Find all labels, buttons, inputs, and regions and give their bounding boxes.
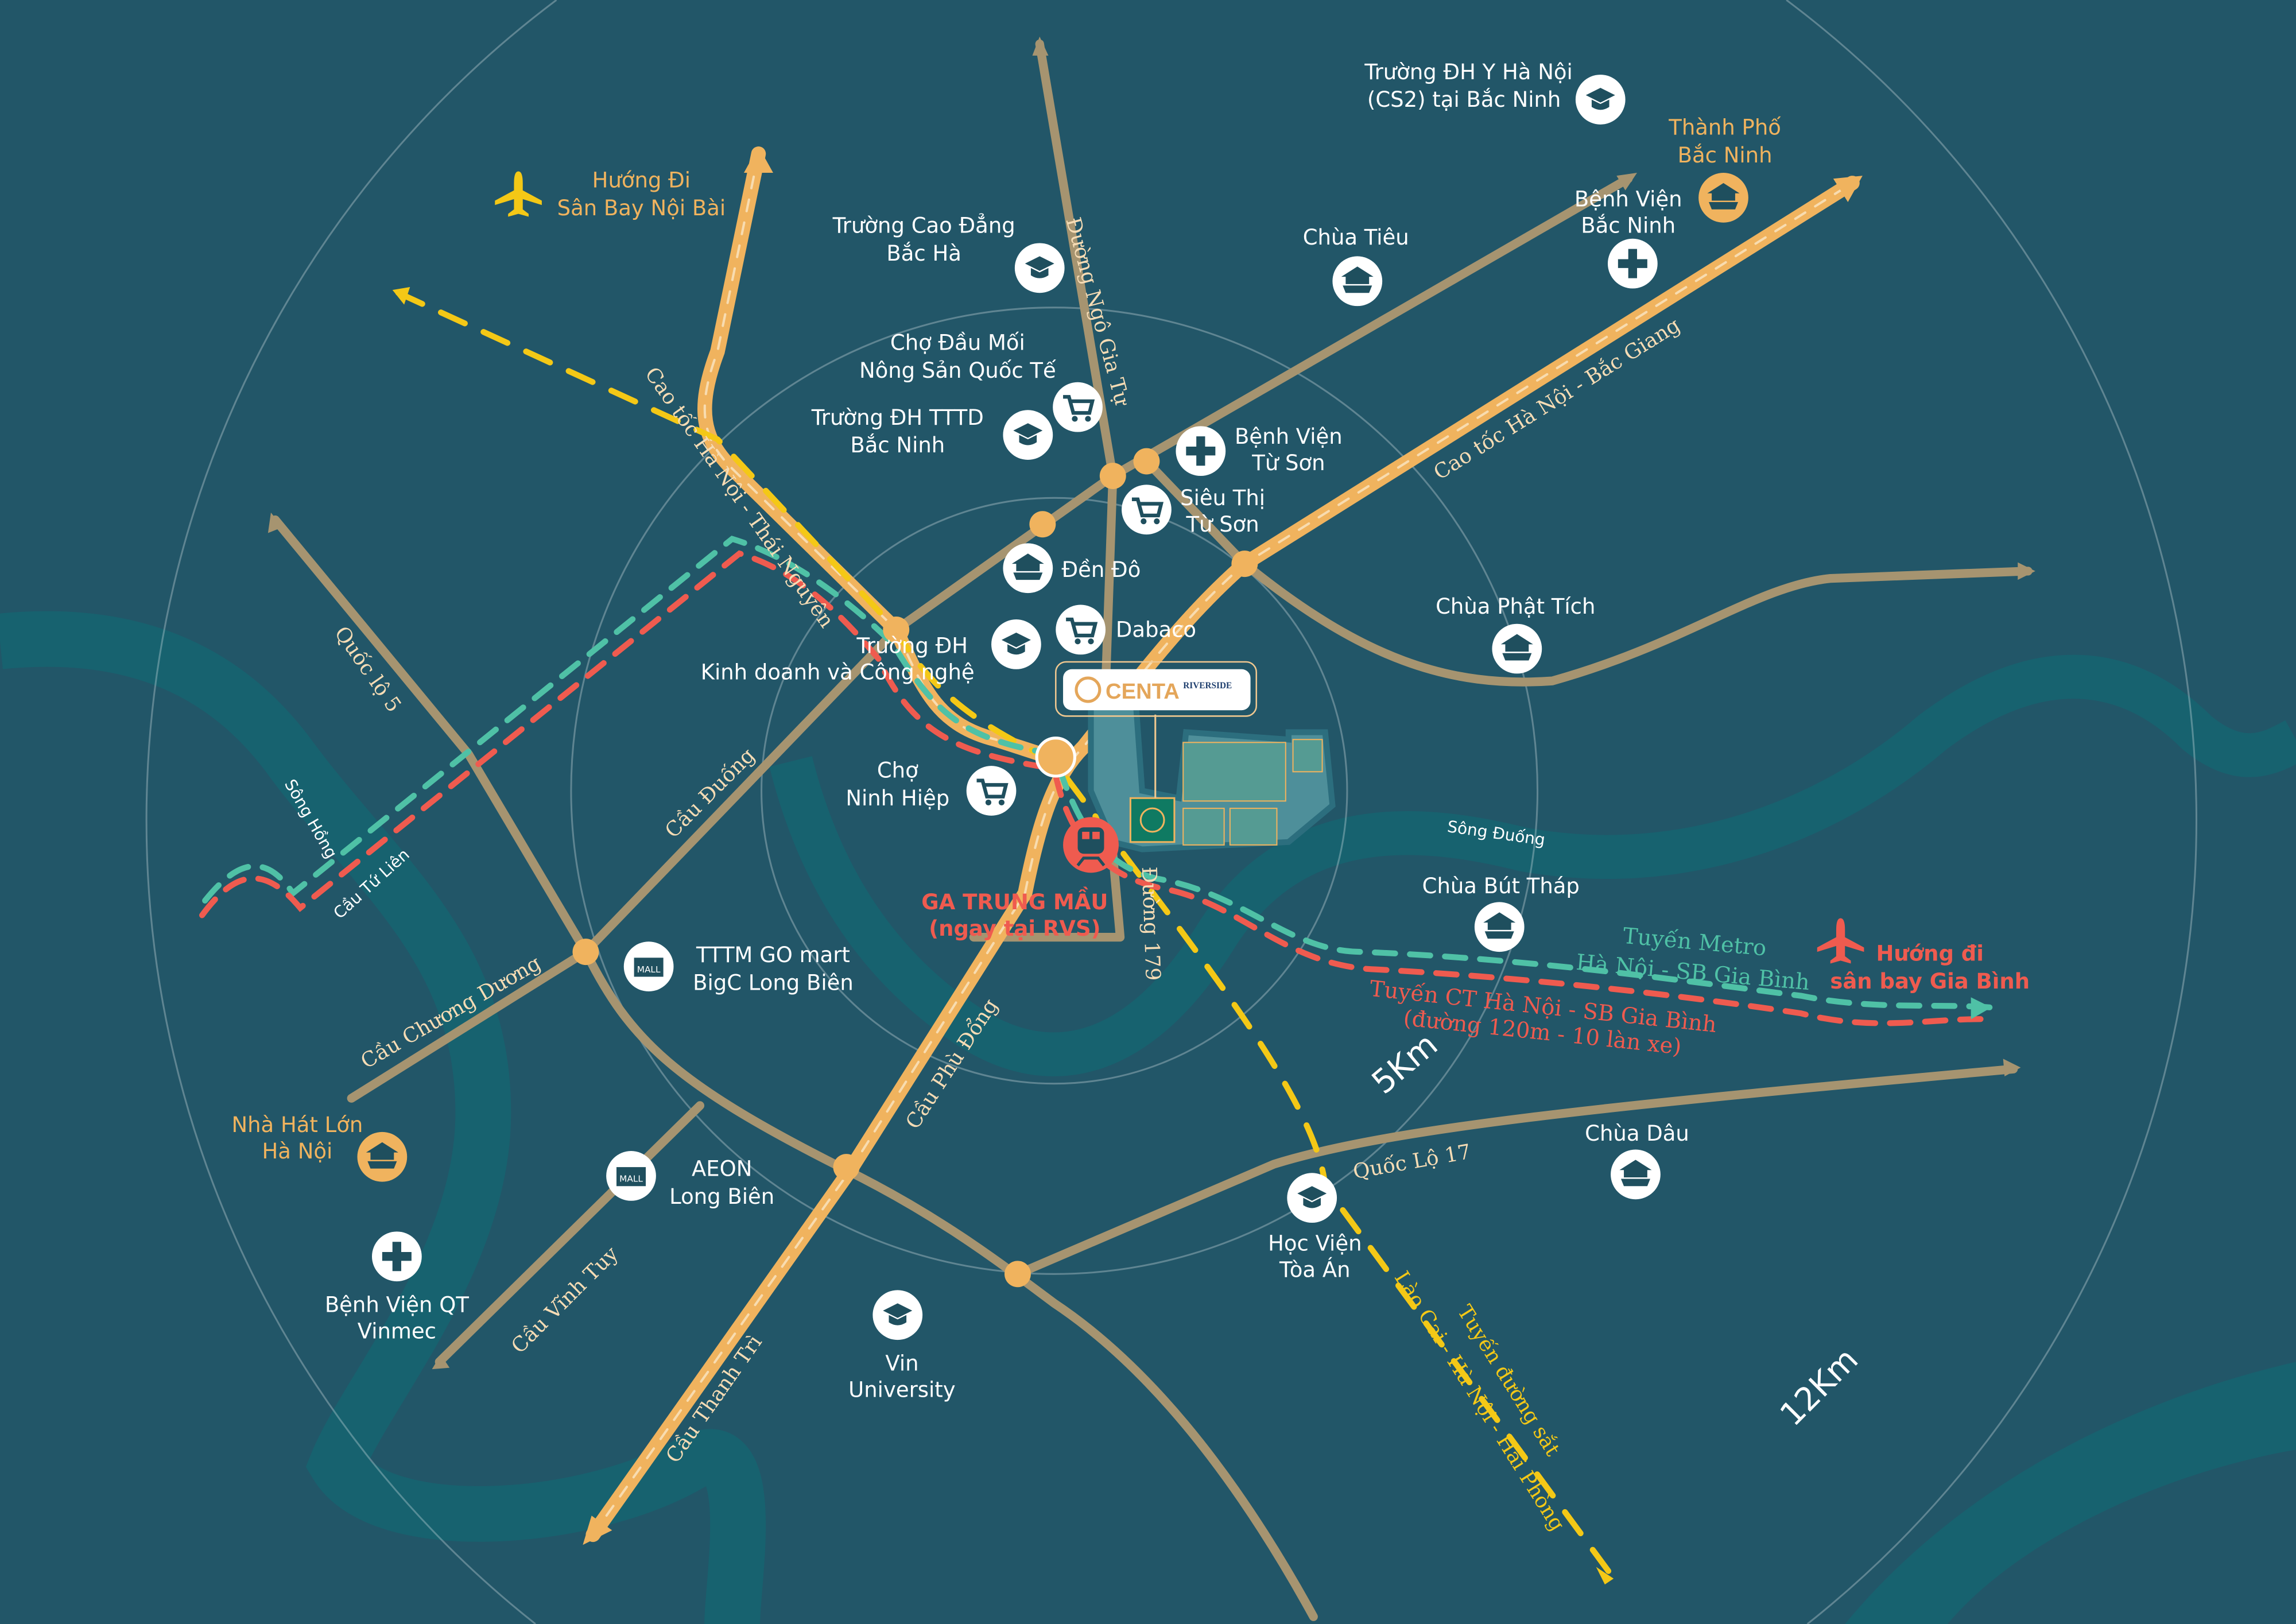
- label-gia-binh-2: sân bay Gia Bình: [1830, 969, 2030, 994]
- label-dabaco: Dabaco: [1116, 618, 1196, 642]
- junctions: [572, 448, 1258, 1288]
- graduation-cap-icon[interactable]: [1003, 410, 1053, 460]
- label-dh-kinh-doanh-2: Kinh doanh và Công nghệ: [701, 660, 975, 685]
- label-bv-bac-ninh: Bệnh Viện: [1574, 187, 1682, 212]
- pagoda-icon[interactable]: [1492, 623, 1542, 674]
- logo-box: [1063, 669, 1251, 711]
- graduation-cap-icon[interactable]: [991, 619, 1041, 669]
- logo-sub: RIVERSIDE: [1183, 681, 1232, 691]
- arrow-noi-bai-icon: [743, 146, 773, 173]
- expressway-gia-binh-line: [199, 550, 1992, 1026]
- label-vinuni-2: University: [848, 1378, 956, 1402]
- label-vinmec: Bệnh Viện QT: [325, 1293, 469, 1317]
- label-st-tu-son: Siêu Thị: [1180, 486, 1265, 510]
- rivers: [0, 611, 2296, 1624]
- direction-arrows: [267, 36, 2035, 1585]
- project-plot: [1129, 797, 1176, 843]
- label-bv-tu-son: Bệnh Viện: [1235, 424, 1343, 449]
- label-dh-tttd-2: Bắc Ninh: [850, 433, 945, 458]
- shopping-cart-icon[interactable]: [1122, 485, 1172, 534]
- pagoda-icon[interactable]: [1474, 902, 1525, 952]
- graduation-cap-icon[interactable]: [1575, 75, 1626, 125]
- label-aeon: AEON: [692, 1156, 752, 1181]
- road-cau-duong: [581, 174, 1633, 956]
- label-bv-bac-ninh-2: Bắc Ninh: [1581, 214, 1676, 238]
- road-ql5: [270, 515, 1318, 1621]
- river-bottom-right: [1845, 1362, 2296, 1624]
- label-dh-y: Trường ĐH Y Hà Nội: [1364, 60, 1572, 84]
- label-bv-tu-son-2: Từ Sơn: [1251, 451, 1325, 475]
- label-dh-kinh-doanh: Trường ĐH: [856, 634, 968, 658]
- city-hall-icon[interactable]: [1698, 173, 1748, 223]
- road-ql17: [1013, 1064, 2018, 1278]
- pagoda-icon[interactable]: [1003, 543, 1053, 594]
- label-nha-hat-lon: Nhà Hát Lớn: [231, 1113, 363, 1137]
- label-dh-y-2: (CS2) tại Bắc Ninh: [1367, 87, 1561, 112]
- transit-lines: [199, 290, 1995, 1578]
- label-gia-binh: Hướng đi: [1876, 941, 1983, 966]
- song-hong: [0, 611, 766, 1624]
- arrow-thanh-tri-icon: [583, 1516, 612, 1545]
- label-dh-tttd: Trường ĐH TTTD: [811, 405, 984, 430]
- label-st-tu-son-2: Từ Sơn: [1185, 512, 1259, 537]
- label-cho-dau-moi: Chợ Đầu Mối: [890, 331, 1025, 355]
- label-chua-dau: Chùa Dâu: [1585, 1121, 1689, 1146]
- label-aeon-2: Long Biên: [669, 1184, 774, 1209]
- label-den-do: Đền Đô: [1061, 557, 1141, 582]
- shopping-cart-icon[interactable]: [967, 766, 1017, 816]
- road-vinh-tuy: [435, 1101, 705, 1367]
- label-cho-ninh-hiep: Chợ: [877, 758, 918, 783]
- label-chua-phat-tich: Chùa Phật Tích: [1436, 594, 1595, 619]
- logo-emblem-icon: [1075, 676, 1102, 703]
- railway-line: [395, 290, 1614, 1578]
- road-chuong-duong: [347, 947, 591, 1103]
- graduation-cap-icon[interactable]: [1014, 243, 1065, 293]
- arrow-bac-giang-icon: [1833, 176, 1863, 203]
- label-duong-179: Đường 179: [1137, 866, 1165, 981]
- label-vinuni: Vin: [885, 1351, 918, 1376]
- logo-brand: CENTA: [1106, 679, 1180, 704]
- train-station-icon[interactable]: [1063, 817, 1119, 873]
- hospital-icon[interactable]: [371, 1231, 422, 1282]
- hospital-icon[interactable]: [1607, 238, 1658, 289]
- pagoda-icon[interactable]: [1611, 1149, 1661, 1200]
- label-cho-dau-moi-2: Nông Sản Quốc Tế: [859, 358, 1056, 383]
- label-cd-bac-ha-2: Bắc Hà: [886, 241, 961, 266]
- road-phat-tich: [1142, 456, 2033, 687]
- label-vinmec-2: Vinmec: [358, 1319, 436, 1344]
- label-tp-bac-ninh: Thành Phố: [1668, 115, 1781, 140]
- shopping-cart-icon[interactable]: [1056, 605, 1106, 655]
- label-tp-bac-ninh-2: Bắc Ninh: [1678, 143, 1773, 168]
- label-chua-but-thap: Chùa Bút Tháp: [1422, 874, 1580, 898]
- song-duong: [769, 654, 2296, 1076]
- label-go-mart-2: BigC Long Biên: [693, 970, 854, 995]
- poi-labels: Trường ĐH Y Hà Nội (CS2) tại Bắc Ninh Th…: [231, 60, 2030, 1402]
- opera-house-icon[interactable]: [357, 1131, 408, 1182]
- hospital-icon[interactable]: [1176, 426, 1226, 476]
- pagoda-icon[interactable]: [1332, 256, 1383, 307]
- label-noi-bai-2: Sân Bay Nội Bài: [557, 196, 726, 220]
- metro-line: [202, 536, 1995, 1011]
- project-site: CENTA RIVERSIDE: [1055, 661, 1336, 852]
- label-noi-bai: Hướng Đi: [592, 168, 691, 193]
- graduation-cap-icon[interactable]: [872, 1290, 923, 1340]
- mall-icon[interactable]: [606, 1151, 656, 1201]
- label-ga-trung-mau: GA TRUNG MẦU: [921, 886, 1108, 914]
- label-hv-toa-an-2: Tòa Án: [1279, 1257, 1351, 1282]
- label-ga-trung-mau-2: (ngay tại RVS): [929, 916, 1100, 941]
- mall-icon[interactable]: [623, 941, 674, 991]
- label-chua-tieu: Chùa Tiêu: [1303, 225, 1409, 250]
- label-hv-toa-an: Học Viện: [1268, 1231, 1362, 1256]
- shopping-cart-icon[interactable]: [1053, 382, 1103, 432]
- label-cho-ninh-hiep-2: Ninh Hiệp: [846, 786, 949, 811]
- distance-circles: [145, 0, 2198, 1624]
- graduation-cap-icon[interactable]: [1287, 1173, 1337, 1223]
- label-cd-bac-ha: Trường Cao Đẳng: [832, 214, 1015, 238]
- label-nha-hat-lon-2: Hà Nội: [262, 1139, 333, 1164]
- label-go-mart: TTTM GO mart: [696, 943, 850, 967]
